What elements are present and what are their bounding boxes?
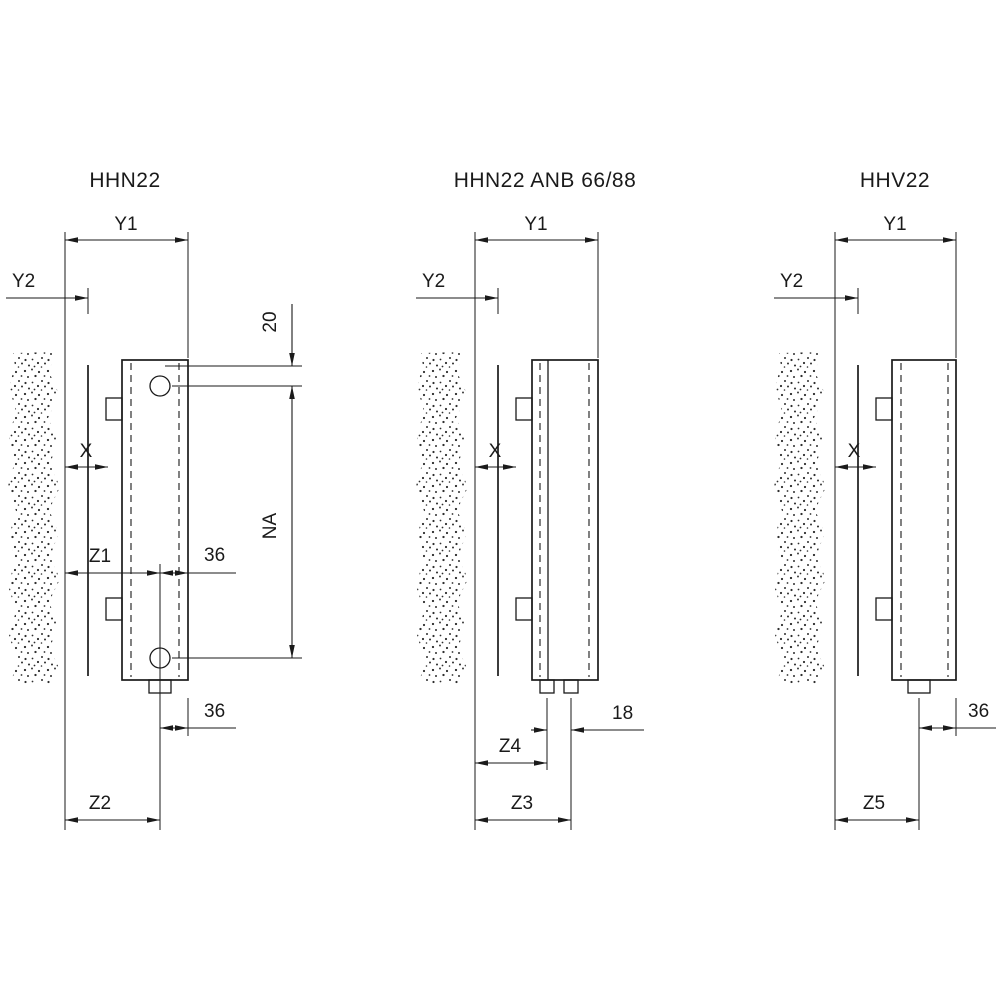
dim-label-36-bottom: 36 (204, 701, 225, 722)
dim-label-na: NA (260, 512, 281, 539)
mounting-bracket-hook (515, 597, 533, 621)
panel-hhn22: HHN22 Y1 Y2 (6, 169, 302, 830)
dim-y1: Y1 (65, 214, 189, 358)
bottom-connection-tab (907, 679, 931, 694)
wall-texture (416, 352, 468, 684)
dim-label-y2: Y2 (12, 271, 35, 292)
dim-18: 18 (531, 698, 644, 830)
radiator-body (87, 359, 189, 694)
dim-y2: Y2 (774, 271, 859, 314)
dim-label-x: X (489, 441, 502, 462)
dim-label-z5: Z5 (863, 793, 885, 814)
dim-z1-36: Z1 36 (65, 545, 236, 830)
dim-z3: Z3 (475, 793, 571, 823)
dim-label-y1: Y1 (883, 214, 906, 235)
dim-z5: Z5 (835, 793, 919, 823)
dim-36-bottom: 36 (160, 698, 236, 736)
dim-label-z3: Z3 (511, 793, 533, 814)
dim-z2: Z2 (65, 793, 160, 823)
panel-title: HHV22 (860, 169, 930, 192)
dim-y1: Y1 (835, 214, 957, 358)
radiator-body (857, 359, 957, 694)
dim-y1: Y1 (475, 214, 599, 358)
mounting-bracket-hook (105, 597, 123, 621)
dim-y2: Y2 (6, 271, 89, 314)
radiator-panel (891, 359, 957, 681)
wall-texture (8, 352, 60, 684)
dim-label-x: X (848, 441, 861, 462)
dim-x: X (65, 441, 108, 470)
dim-label-y1: Y1 (114, 214, 137, 235)
mounting-bracket-hook (875, 597, 893, 621)
dim-x: X (475, 441, 516, 470)
radiator-panel (531, 359, 599, 681)
dim-label-y2: Y2 (422, 271, 445, 292)
panel-title: HHN22 ANB 66/88 (454, 169, 637, 192)
radiator-panel (121, 359, 189, 681)
panel-hhv22: HHV22 Y1 Y2 X (774, 169, 996, 830)
bottom-connection-tab (539, 679, 555, 694)
dim-label-36: 36 (968, 701, 989, 722)
dim-z4: Z4 (475, 736, 547, 766)
dim-label-y1: Y1 (524, 214, 547, 235)
dim-label-z2: Z2 (89, 793, 111, 814)
dim-label-z4: Z4 (499, 736, 522, 757)
mounting-bracket-hook (875, 397, 893, 421)
dim-label-z1: Z1 (89, 546, 111, 567)
dim-x: X (835, 441, 876, 470)
mounting-bracket-hook (515, 397, 533, 421)
panel-title: HHN22 (89, 169, 160, 192)
bottom-connection-tab (563, 679, 579, 694)
dim-label-20: 20 (260, 311, 281, 332)
dim-label-y2: Y2 (780, 271, 803, 292)
dim-label-x: X (80, 441, 93, 462)
mounting-bracket-hook (105, 397, 123, 421)
wall-texture (774, 352, 826, 684)
dim-y2: Y2 (416, 271, 499, 314)
valve-connection-top (149, 375, 171, 397)
panel-hhn22-anb: HHN22 ANB 66/88 Y1 Y2 X (416, 169, 644, 830)
radiator-body (497, 359, 599, 694)
dim-label-36-top: 36 (204, 545, 225, 566)
dim-20-na: 20 NA (165, 304, 302, 659)
dim-label-18: 18 (612, 703, 633, 724)
dim-36: 36 (918, 698, 996, 830)
